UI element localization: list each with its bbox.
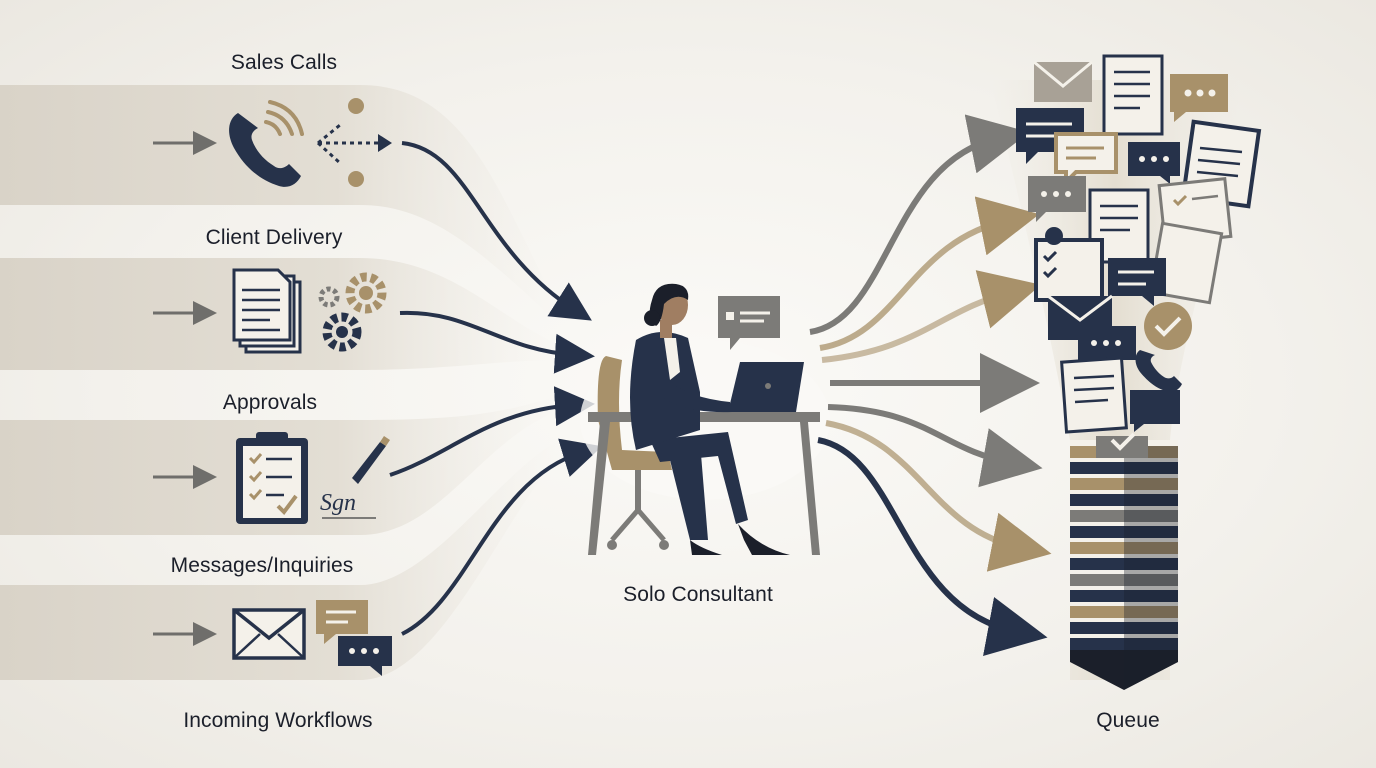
queue-stack (1070, 440, 1178, 690)
band-sales (0, 85, 560, 325)
queue-label: Queue (1096, 709, 1160, 732)
queue-chat-icon (1028, 176, 1086, 222)
pen-icon (322, 436, 390, 519)
outgoing-arrows (809, 114, 1052, 656)
clipboard-icon (236, 432, 308, 524)
documents-icon (232, 268, 302, 354)
signature-text: Sgn (320, 490, 356, 516)
consultant-illustration (580, 283, 830, 555)
incoming-arrows (389, 141, 603, 636)
outgoing-arrow-6 (825, 420, 1052, 572)
envelope-icon (232, 608, 306, 660)
queue-phone-icon (1135, 350, 1182, 392)
chat-bubbles-icon (316, 600, 392, 676)
incoming-arrow-messages (401, 438, 603, 636)
phone-icon (229, 100, 304, 187)
incoming-arrow-approvals (389, 386, 595, 477)
incoming-arrow-sales (401, 141, 592, 321)
workflow-label-delivery: Client Delivery (205, 226, 343, 249)
outgoing-arrow-7 (817, 437, 1048, 656)
queue-chat-icon (1128, 142, 1180, 184)
queue-document-icon (1060, 356, 1128, 434)
branching-arrows-icon (316, 98, 392, 187)
consultant-label: Solo Consultant (623, 583, 773, 606)
queue-envelope-icon (1033, 60, 1093, 102)
entry-arrows (153, 131, 217, 646)
outgoing-arrow-5 (827, 404, 1043, 488)
queue-check-badge-icon (1144, 302, 1192, 350)
queue-chat-icon (1170, 74, 1228, 122)
workflow-label-messages: Messages/Inquiries (170, 554, 354, 577)
gears-icon (318, 272, 387, 352)
incoming-workflows-label: Incoming Workflows (183, 709, 373, 732)
workflow-label-approvals: Approvals (222, 391, 318, 414)
outgoing-arrow-2 (819, 196, 1040, 351)
outgoing-arrow-3 (821, 270, 1042, 363)
queue-check-badge-icon (1096, 432, 1148, 458)
queue-chat-icon (1130, 390, 1180, 432)
incoming-arrow-delivery (399, 310, 595, 374)
queue-document-icon (1148, 221, 1224, 305)
queue-items (1016, 54, 1262, 458)
workflow-label-sales: Sales Calls (230, 51, 338, 74)
outgoing-arrow-1 (809, 114, 1030, 335)
queue-chat-icon (1108, 258, 1166, 306)
queue-document-icon (1102, 54, 1164, 136)
